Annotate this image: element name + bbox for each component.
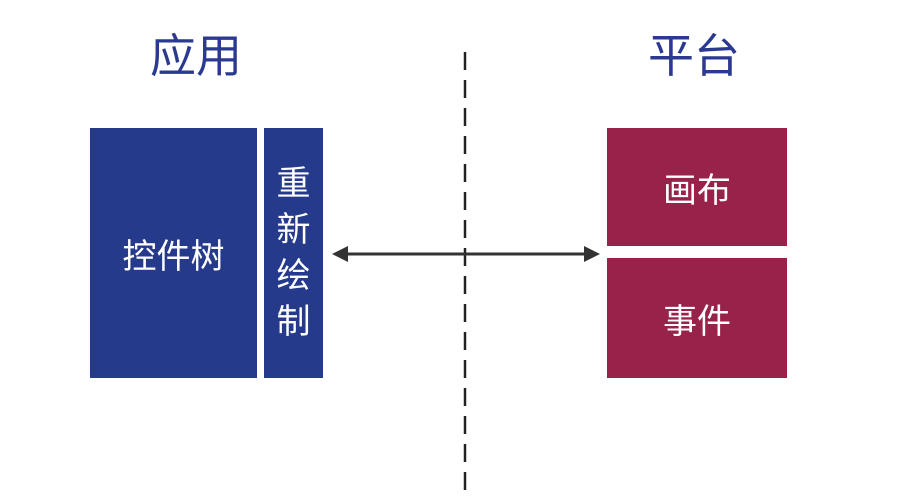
events-box: 事件	[607, 258, 787, 378]
canvas-label: 画布	[663, 170, 731, 211]
widget-tree-label: 控件树	[122, 236, 225, 277]
platform-heading: 平台	[648, 29, 740, 83]
app-heading: 应用	[150, 29, 242, 83]
bidirectional-arrow	[332, 246, 600, 262]
canvas-box: 画布	[607, 128, 787, 246]
arrow-head-right	[584, 246, 600, 262]
arrow-head-left	[332, 246, 348, 262]
repaint-label: 重新绘制	[276, 164, 311, 342]
repaint-box: 重新绘制	[264, 128, 323, 378]
events-label: 事件	[663, 301, 731, 342]
widget-tree-box: 控件树	[90, 128, 257, 378]
